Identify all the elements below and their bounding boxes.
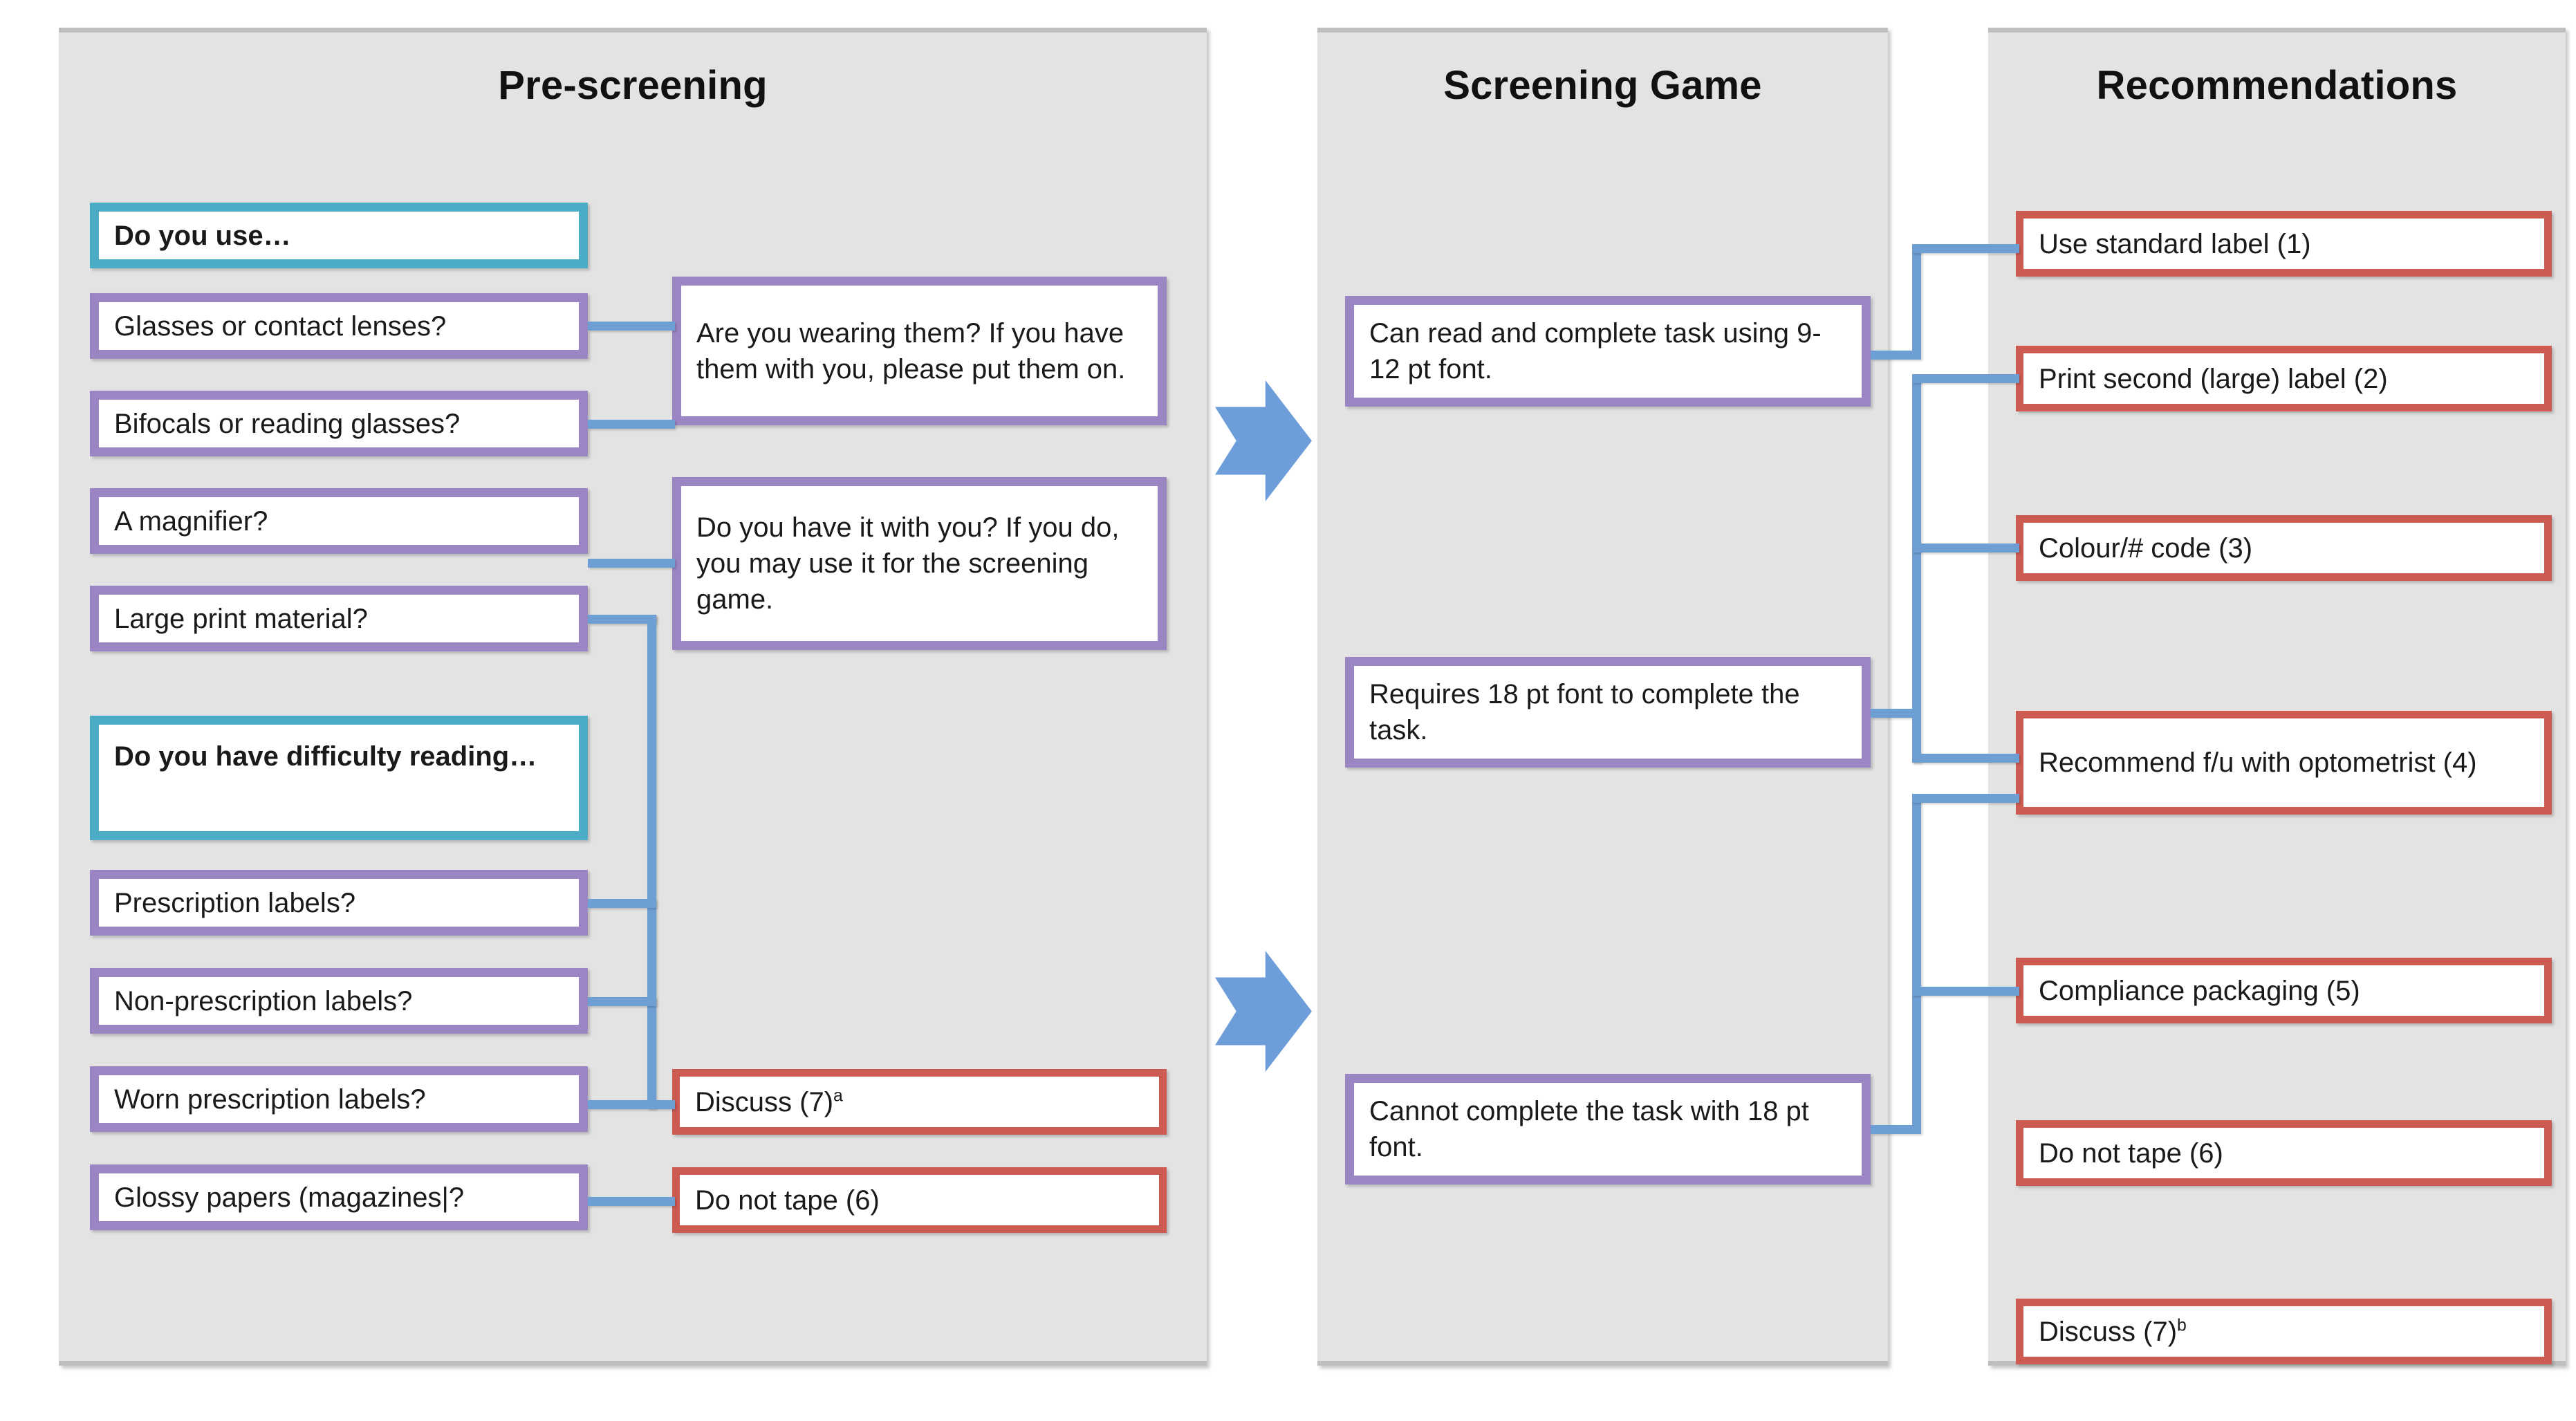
prescreening-item-worn-labels[interactable]: Worn prescription labels?: [90, 1066, 588, 1132]
recommendation-optometrist-followup[interactable]: Recommend f/u with optometrist (4): [2016, 711, 2552, 815]
panel-title-screening-game: Screening Game: [1443, 63, 1762, 108]
prescreening-group2-heading: Do you have difficulty reading…: [90, 716, 588, 840]
prescreening-item-rx-labels-label: Prescription labels?: [114, 887, 356, 918]
prescreening-prompt-magnifier: Do you have it with you? If you do, you …: [672, 477, 1167, 650]
prescreening-item-glossy-papers-label: Glossy papers (magazines|?: [114, 1182, 465, 1213]
recommendation-discuss-text: Discuss (7)b: [2023, 1314, 2202, 1350]
wire-magnifier-to-prompt: [588, 559, 675, 568]
prescreening-item-bifocals[interactable]: Bifocals or reading glasses?: [90, 391, 588, 456]
recommendation-do-not-tape-text: Do not tape (6): [2039, 1137, 2223, 1169]
wire-requires18-to-rec4: [1912, 754, 2019, 763]
prescreening-outcome-discuss-sup: a: [833, 1086, 843, 1106]
prescreening-prompt-wearing: Are you wearing them? If you have them w…: [672, 277, 1167, 425]
prescreening-item-worn-labels-label: Worn prescription labels?: [114, 1084, 426, 1115]
recommendation-compliance-packaging[interactable]: Compliance packaging (5): [2016, 958, 2552, 1023]
chevron-arrow-right-icon-2: [1215, 951, 1312, 1072]
recommendation-colour-code-text: Colour/# code (3): [2039, 532, 2253, 564]
screening-outcome-requires-18pt[interactable]: Requires 18 pt font to complete the task…: [1345, 657, 1871, 768]
panel-title-pre-screening: Pre-screening: [498, 63, 768, 108]
wire-cannot-bus: [1912, 794, 1921, 1134]
wire-worn-labels-to-discuss: [588, 1100, 675, 1109]
recommendation-discuss[interactable]: Discuss (7)b: [2016, 1299, 2552, 1364]
recommendation-do-not-tape[interactable]: Do not tape (6): [2016, 1120, 2552, 1186]
wire-canread-riser: [1912, 244, 1921, 360]
chevron-arrow-right-icon-1: [1215, 380, 1312, 501]
recommendation-colour-code[interactable]: Colour/# code (3): [2016, 515, 2552, 581]
prescreening-item-large-print-label: Large print material?: [114, 603, 368, 634]
prescreening-outcome-do-not-tape[interactable]: Do not tape (6): [672, 1167, 1167, 1233]
wire-canread-to-rec1: [1912, 244, 2019, 253]
prescreening-item-magnifier[interactable]: A magnifier?: [90, 488, 588, 554]
prescreening-group1-heading-label: Do you use…: [114, 220, 291, 251]
prescreening-item-large-print[interactable]: Large print material?: [90, 586, 588, 651]
prescreening-item-glasses[interactable]: Glasses or contact lenses?: [90, 293, 588, 359]
prescreening-item-nonrx-labels[interactable]: Non-prescription labels?: [90, 968, 588, 1034]
wire-cannot-to-rec5: [1912, 987, 2019, 996]
screening-outcome-cannot-complete[interactable]: Cannot complete the task with 18 pt font…: [1345, 1074, 1871, 1185]
wire-requires18-to-rec2: [1912, 374, 2019, 383]
prescreening-outcome-do-not-tape-label: Do not tape (6): [695, 1185, 880, 1216]
wire-cannot-to-rec4: [1912, 794, 2019, 803]
screening-outcome-can-read-label: Can read and complete task using 9-12 pt…: [1369, 318, 1822, 384]
prescreening-prompt-magnifier-label: Do you have it with you? If you do, you …: [696, 512, 1120, 615]
wire-requires18-to-rec3: [1912, 544, 2019, 552]
prescreening-group1-heading: Do you use…: [90, 203, 588, 268]
recommendation-use-standard-label-text: Use standard label (1): [2039, 228, 2311, 259]
panel-title-recommendations: Recommendations: [2096, 63, 2458, 108]
recommendation-print-second-label[interactable]: Print second (large) label (2): [2016, 346, 2552, 411]
prescreening-outcome-discuss-label: Discuss (7)a: [680, 1084, 858, 1120]
wire-discuss-bus: [647, 615, 656, 1109]
prescreening-item-bifocals-label: Bifocals or reading glasses?: [114, 408, 461, 439]
screening-outcome-requires-18pt-label: Requires 18 pt font to complete the task…: [1369, 679, 1800, 745]
prescreening-item-rx-labels[interactable]: Prescription labels?: [90, 870, 588, 936]
recommendation-use-standard-label[interactable]: Use standard label (1): [2016, 211, 2552, 277]
prescreening-outcome-discuss[interactable]: Discuss (7)a: [672, 1069, 1167, 1135]
screening-outcome-cannot-complete-label: Cannot complete the task with 18 pt font…: [1369, 1096, 1809, 1162]
recommendation-compliance-packaging-text: Compliance packaging (5): [2039, 975, 2360, 1006]
wire-large-print-stub: [588, 615, 656, 624]
prescreening-prompt-wearing-label: Are you wearing them? If you have them w…: [696, 317, 1126, 384]
wire-canread-stub: [1871, 351, 1912, 360]
recommendation-print-second-label-text: Print second (large) label (2): [2039, 363, 2388, 394]
recommendation-optometrist-followup-text: Recommend f/u with optometrist (4): [2039, 747, 2477, 778]
wire-glasses-to-prompt: [588, 322, 675, 331]
wire-rx-labels-stub: [588, 899, 656, 908]
prescreening-item-glasses-label: Glasses or contact lenses?: [114, 310, 447, 342]
wire-requires18-bus: [1912, 374, 1921, 763]
wire-bifocals-to-prompt: [588, 420, 675, 429]
wire-cannot-stub: [1871, 1125, 1912, 1134]
prescreening-item-nonrx-labels-label: Non-prescription labels?: [114, 985, 413, 1016]
screening-outcome-can-read[interactable]: Can read and complete task using 9-12 pt…: [1345, 296, 1871, 407]
recommendation-discuss-sup: b: [2177, 1316, 2187, 1335]
prescreening-outcome-discuss-text: Discuss (7): [695, 1086, 834, 1117]
prescreening-group2-heading-label: Do you have difficulty reading…: [114, 741, 537, 772]
prescreening-item-glossy-papers[interactable]: Glossy papers (magazines|?: [90, 1164, 588, 1230]
wire-requires18-stub: [1871, 709, 1912, 718]
wire-nonrx-labels-stub: [588, 997, 656, 1006]
recommendation-discuss-label: Discuss (7): [2039, 1316, 2178, 1347]
prescreening-item-magnifier-label: A magnifier?: [114, 505, 268, 537]
wire-glossy-to-do-not-tape: [588, 1197, 675, 1206]
